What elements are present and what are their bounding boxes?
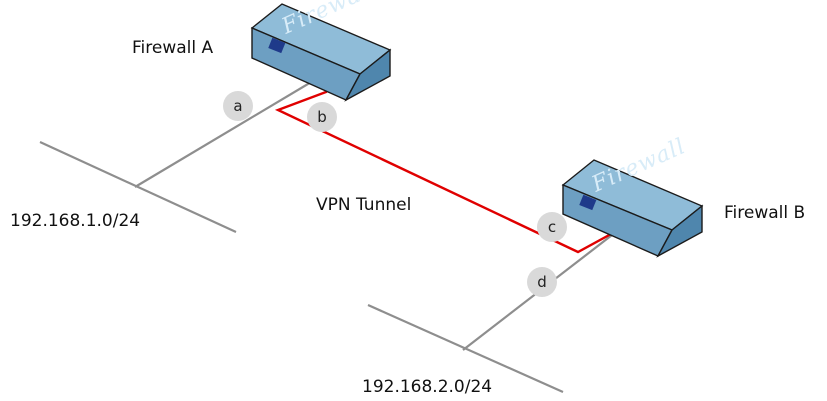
- network-a: 192.168.1.0/24: [10, 77, 319, 233]
- marker-b-label: b: [317, 108, 327, 126]
- marker-c-label: c: [548, 218, 556, 236]
- vpn-tunnel-label: VPN Tunnel: [316, 195, 411, 215]
- firewall-b-side-face: [656, 204, 703, 258]
- marker-a: a: [223, 91, 253, 121]
- marker-d-label: d: [537, 273, 547, 291]
- marker-a-circle: [223, 91, 253, 121]
- marker-c-circle: [537, 212, 567, 242]
- firewall-b-label: Firewall B: [724, 203, 805, 223]
- firewall-b: Firewall Firewall B: [561, 134, 805, 258]
- marker-b-circle: [307, 102, 337, 132]
- lan-segment-a: [39, 141, 237, 233]
- marker-d-circle: [527, 267, 557, 297]
- firewall-a-side-face: [344, 48, 391, 102]
- marker-d: d: [527, 267, 557, 297]
- marker-c: c: [537, 212, 567, 242]
- firewall-a: Firewall Firewall A: [132, 0, 392, 102]
- marker-b: b: [307, 102, 337, 132]
- firewall-a-label: Firewall A: [132, 38, 214, 58]
- link-lan-a-to-firewall-a: [134, 77, 319, 188]
- firewall-a-port-icon: [268, 37, 286, 54]
- subnet-b-label: 192.168.2.0/24: [362, 377, 492, 397]
- network-b: 192.168.2.0/24: [362, 224, 626, 397]
- subnet-a-label: 192.168.1.0/24: [10, 211, 140, 231]
- firewall-b-port-icon: [579, 194, 597, 211]
- marker-a-label: a: [233, 97, 242, 115]
